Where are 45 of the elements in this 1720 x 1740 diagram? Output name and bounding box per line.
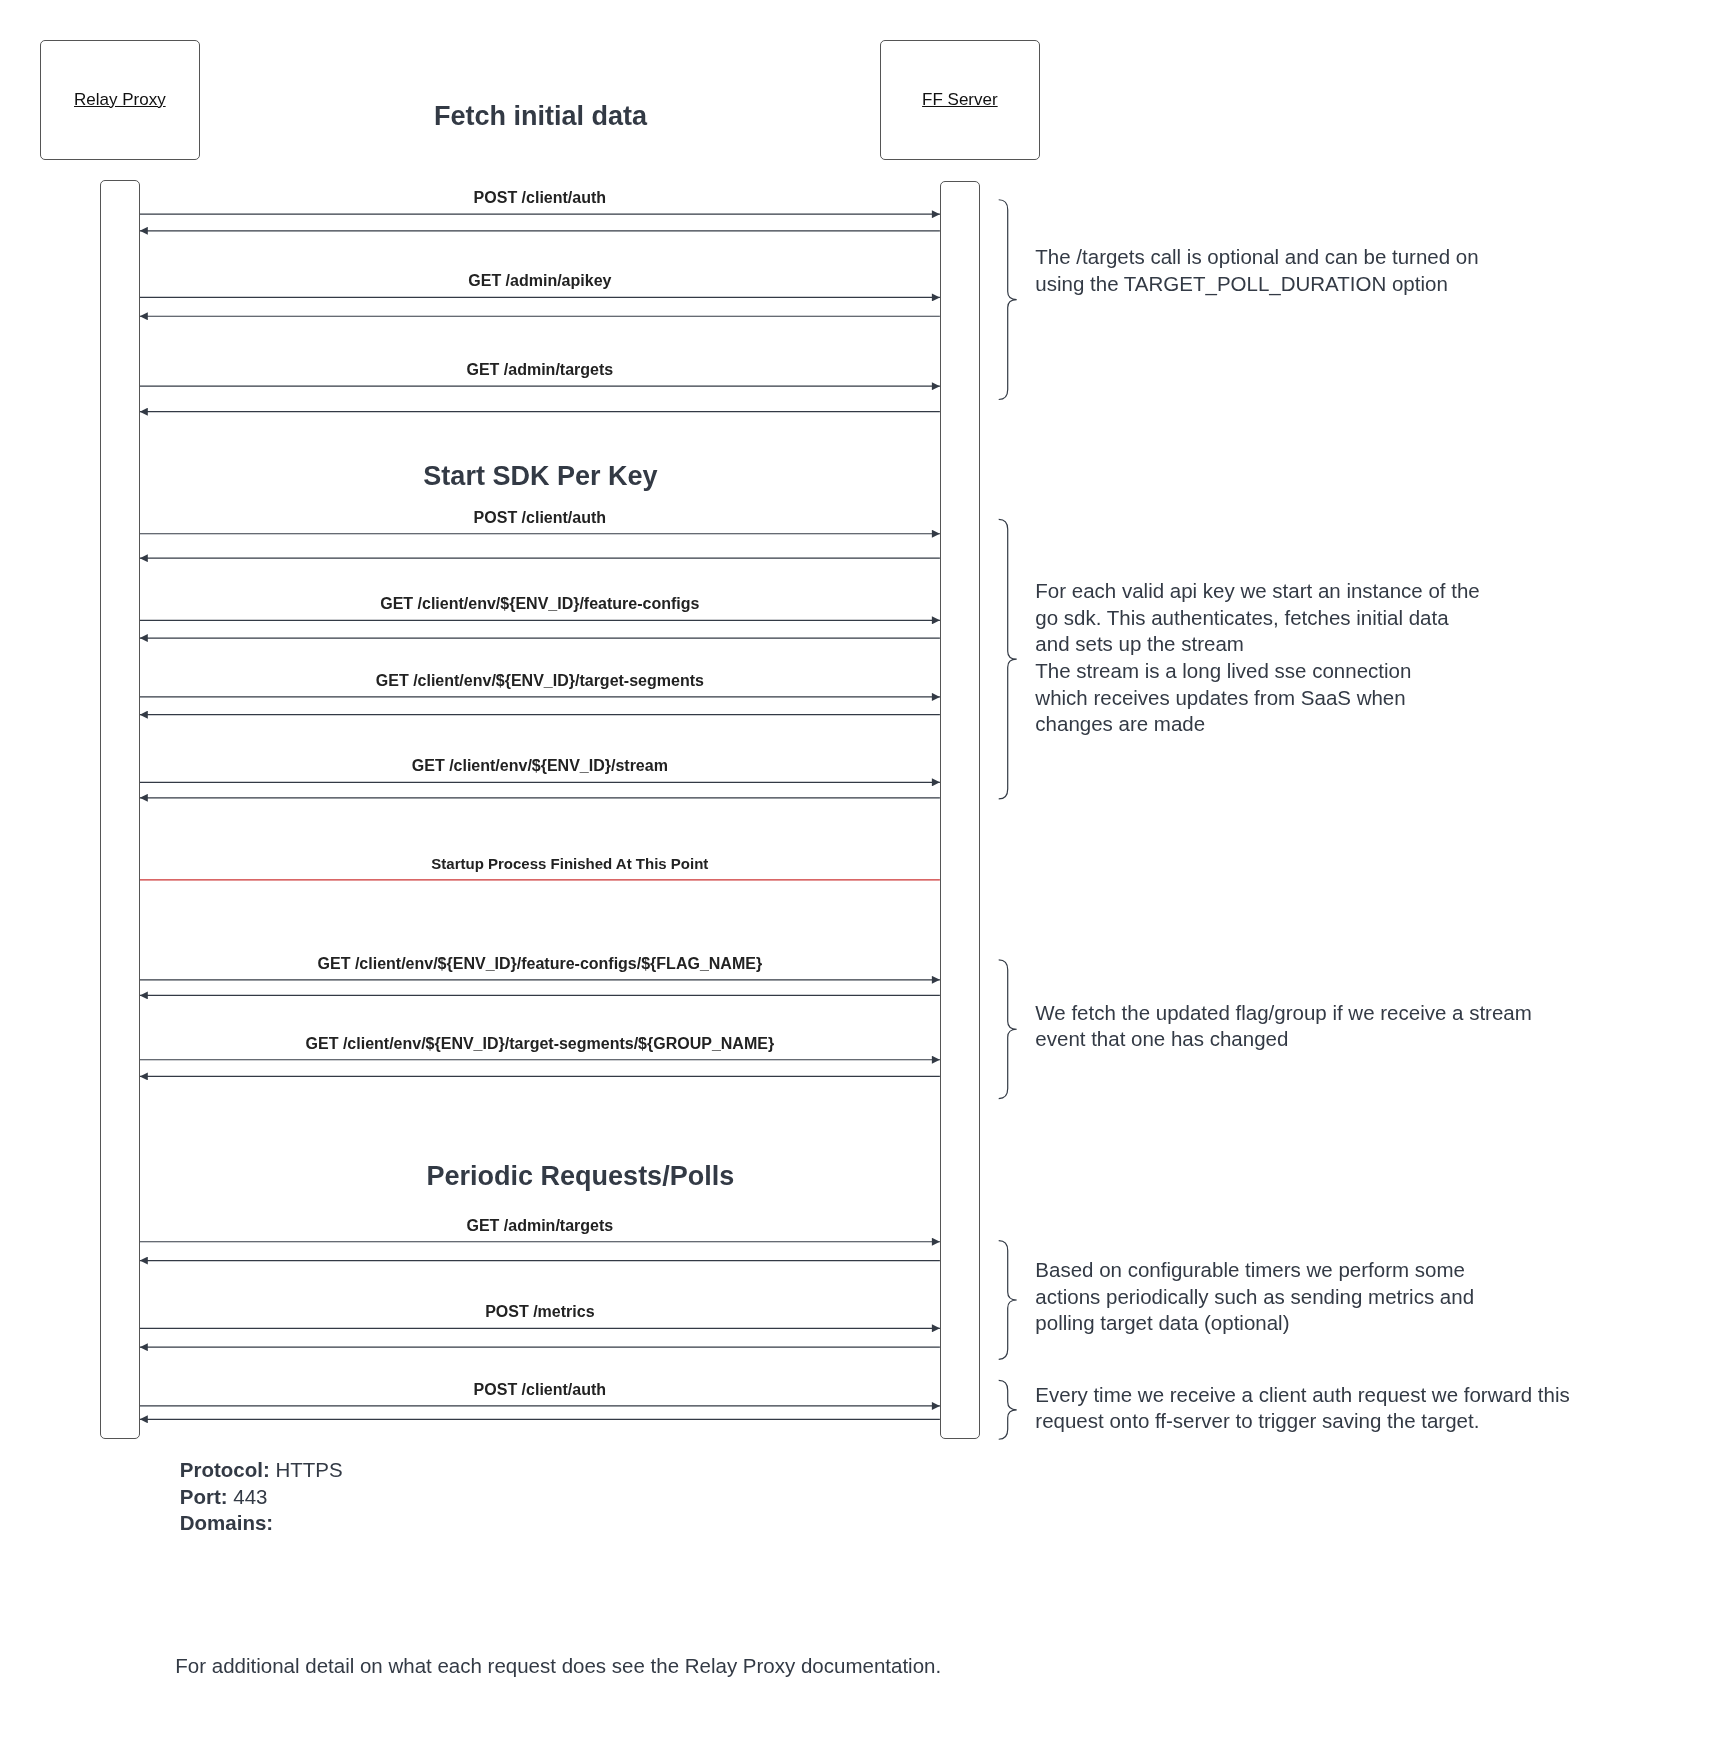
message-arrow <box>139 1256 941 1265</box>
note-text: Every time we receive a client auth request we forward this request onto ff-server to trigger saving the target. <box>1035 1381 1571 1435</box>
message-arrow <box>139 1401 941 1410</box>
message-arrow <box>139 710 941 719</box>
participant-name: FF Server <box>922 89 998 110</box>
message-arrow <box>139 1324 941 1333</box>
info-text: For additional detail on what each request does see the Relay Proxy documentation. <box>175 1653 942 1680</box>
message-arrow <box>139 407 941 416</box>
info-text: Domains: <box>179 1510 274 1537</box>
note-text: The /targets call is optional and can be turned on using the TARGET_POLL_DURATION option <box>1035 244 1480 298</box>
message-arrow <box>139 312 941 321</box>
message-arrow <box>139 616 941 625</box>
message-arrow <box>139 1072 941 1081</box>
message-arrow <box>139 1237 941 1246</box>
section-title: Start SDK Per Key <box>423 462 658 490</box>
message-arrow <box>139 692 941 701</box>
message-arrow <box>139 1055 941 1064</box>
info-text: Port: 443 <box>179 1483 268 1510</box>
lifeline-bar <box>939 180 980 1440</box>
message-arrow <box>139 793 941 802</box>
message-arrow <box>139 991 941 1000</box>
note-text: Based on configurable timers we perform some actions periodically such as sending metrics and polling target data (optional) <box>1035 1257 1476 1337</box>
message-arrow <box>139 778 941 787</box>
message-arrow <box>139 1415 941 1424</box>
note-text: We fetch the updated flag/group if we receive a stream event that one has changed <box>1035 999 1533 1053</box>
note-text: For each valid api key we start an instance of the go sdk. This authenticates, fetches initial data and sets up the stream <box>1035 578 1481 658</box>
message-arrow <box>139 529 941 538</box>
participant-box <box>39 39 200 160</box>
message-arrow <box>139 226 941 235</box>
message-arrow <box>139 1343 941 1352</box>
info-text: Protocol: HTTPS <box>179 1457 343 1483</box>
message-arrow <box>139 634 941 643</box>
message-arrow <box>139 382 941 391</box>
separator-line <box>139 879 941 881</box>
message-arrow <box>139 975 941 984</box>
message-arrow <box>139 554 941 563</box>
participant-name: Relay Proxy <box>74 89 166 110</box>
section-title: Fetch initial data <box>433 103 647 130</box>
section-title: Periodic Requests/Polls <box>426 1162 735 1190</box>
edge-label: GET /admin/apikey <box>465 272 615 291</box>
message-arrow <box>139 210 941 219</box>
lifeline-bar <box>99 179 140 1440</box>
message-arrow <box>139 293 941 302</box>
participant-box <box>879 39 1040 160</box>
note-text: The stream is a long lived sse connection which receives updates from SaaS when changes are made <box>1035 658 1413 738</box>
